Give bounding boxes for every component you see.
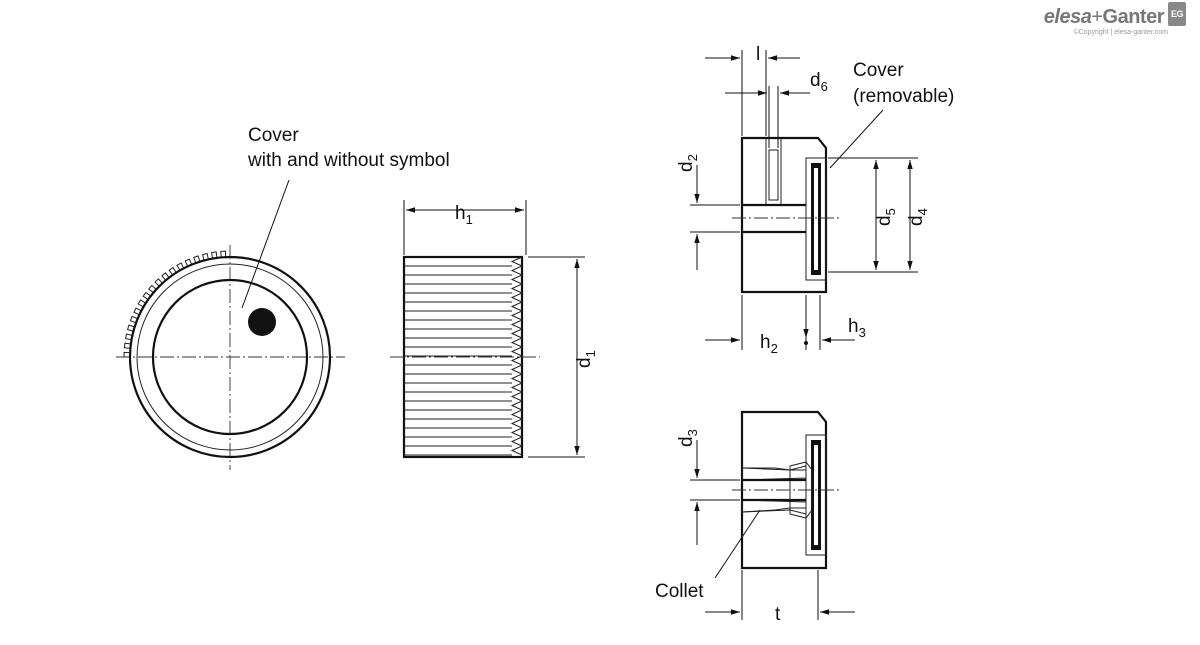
cover-insert-gap [814, 168, 818, 270]
dim-d5: d5 [874, 208, 898, 226]
collet-cover [805, 434, 827, 556]
knurl-lines [404, 265, 512, 456]
set-screw [768, 149, 779, 201]
collet-section-view: d3 Collet t [655, 410, 855, 625]
dim-point [804, 341, 808, 345]
label-removable: (removable) [853, 86, 954, 107]
leader-cover-symbol [241, 179, 290, 309]
front-view: Cover with and without symbol [116, 125, 450, 470]
dim-l: l [756, 44, 760, 65]
collet-lower [741, 499, 807, 515]
dim-h2: h2 [760, 332, 778, 356]
removable-cover [805, 157, 827, 281]
inner-rim [136, 263, 324, 451]
cover-circle [151, 278, 309, 436]
leader-collet [714, 509, 761, 579]
dim-h1: h1 [455, 203, 473, 227]
label-collet: Collet [655, 581, 704, 602]
collet-cover-gap [814, 445, 818, 545]
outer-rim [128, 255, 332, 459]
label-cover-removable: Cover [853, 60, 904, 81]
dim-d6: d6 [810, 70, 828, 94]
collet-upper [741, 465, 807, 481]
knurl-zigzag [510, 256, 524, 456]
section-hatch-a [741, 137, 767, 206]
label-cover-symbol: with and without symbol [247, 150, 450, 171]
dim-d3: d3 [676, 429, 700, 447]
label-cover: Cover [248, 125, 299, 146]
dim-d1: d1 [574, 350, 598, 368]
knurled-edge [123, 250, 231, 358]
leader-cover-removable [829, 109, 884, 169]
dim-d2: d2 [676, 154, 700, 172]
side-view: h1 d1 [390, 200, 598, 459]
symbol-dot [248, 308, 276, 336]
copyright-text: ©Copyright | elesa-ganter.com [1073, 29, 1168, 36]
dim-t: t [775, 604, 781, 625]
dim-h3: h3 [848, 316, 866, 340]
dim-d4: d4 [906, 208, 930, 226]
logo-badge: EG [1167, 2, 1186, 26]
collet-head [789, 461, 813, 519]
section-view: l d6 Cover (removable) d2 d5 d4 h2 [676, 44, 954, 356]
